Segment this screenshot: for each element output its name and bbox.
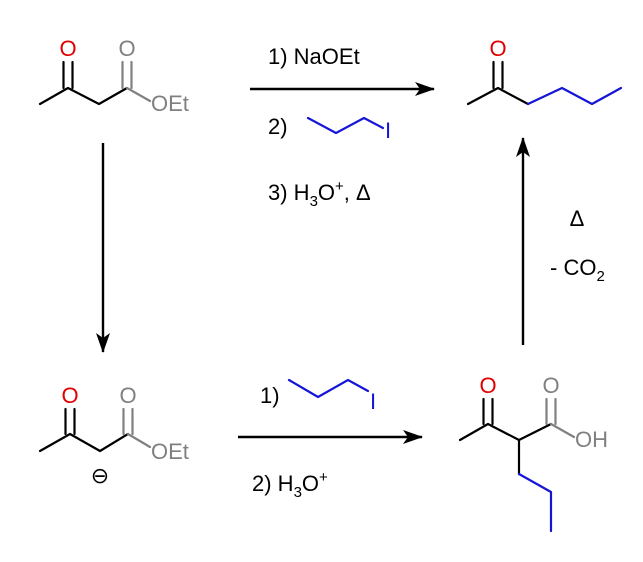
ketone-oxygen: O bbox=[59, 36, 76, 61]
enolate-ketone-oxygen: O bbox=[61, 383, 78, 408]
iodine-label: I bbox=[385, 118, 391, 143]
keto-acid-ketone-oxygen: O bbox=[479, 373, 496, 398]
top-step2: 2) I bbox=[268, 114, 391, 143]
heat-label: Δ bbox=[570, 206, 585, 231]
top-step3-oxygen: O bbox=[318, 180, 335, 205]
negative-charge-icon: ⊖ bbox=[91, 463, 109, 488]
added-propyl-chain bbox=[526, 86, 623, 106]
bottom-step1: 1) I bbox=[260, 378, 376, 414]
bottom-step1-number: 1) bbox=[260, 383, 280, 408]
keto-acid-hydroxyl-bond bbox=[549, 422, 576, 439]
ethoxy-label: OEt bbox=[151, 91, 189, 116]
enolate-anion: O O OEt ⊖ bbox=[38, 383, 189, 488]
top-step3-subscript: 3 bbox=[310, 193, 318, 210]
ester-oxygen: O bbox=[118, 36, 135, 61]
ketone-carbonyl: O bbox=[59, 36, 77, 90]
beta-keto-acid: O O OH bbox=[458, 373, 608, 533]
top-step3-label: 3) H3O+, Δ bbox=[268, 178, 371, 210]
enolate-ethoxy-label: OEt bbox=[151, 439, 189, 464]
bottom-iodine-label: I bbox=[370, 389, 376, 414]
ester-group: O OEt bbox=[118, 36, 188, 116]
enolate-ester-oxygen: O bbox=[119, 383, 136, 408]
top-step1-label: 1) NaOEt bbox=[268, 44, 360, 69]
top-step2-number: 2) bbox=[268, 114, 288, 139]
enolate-chain-bonds bbox=[38, 432, 130, 453]
co2-loss-subscript: 2 bbox=[596, 268, 604, 285]
hexan-2-one-product: O bbox=[466, 36, 623, 106]
ethyl-acetoacetate: O O OEt bbox=[38, 36, 189, 116]
bottom-propyl-iodide-chain bbox=[287, 378, 370, 399]
hydroxyl-label: OH bbox=[575, 427, 608, 452]
ketone-chain-bonds bbox=[466, 86, 530, 106]
bottom-step2-superscript: + bbox=[319, 469, 328, 486]
top-step3-suffix: , Δ bbox=[344, 180, 371, 205]
ester-single-bond bbox=[125, 86, 152, 103]
enolate-ester-single bbox=[126, 432, 152, 449]
keto-acid-chain bbox=[458, 422, 553, 442]
keto-acid-added-propyl bbox=[517, 472, 553, 533]
co2-loss-label: - CO2 bbox=[550, 255, 605, 285]
bottom-step2-subscript: 3 bbox=[294, 484, 302, 501]
bottom-step2-prefix: 2) H bbox=[252, 471, 294, 496]
bottom-step2-label: 2) H3O+ bbox=[252, 469, 328, 501]
co2-loss-prefix: - CO bbox=[550, 255, 596, 280]
product-oxygen: O bbox=[489, 36, 506, 61]
chain-bonds bbox=[38, 86, 129, 106]
top-step3-prefix: 3) H bbox=[268, 180, 310, 205]
keto-acid-carboxyl-oxygen: O bbox=[542, 373, 559, 398]
top-step3-superscript: + bbox=[335, 178, 344, 195]
propyl-iodide-chain bbox=[306, 116, 385, 135]
bottom-step2-oxygen: O bbox=[302, 471, 319, 496]
